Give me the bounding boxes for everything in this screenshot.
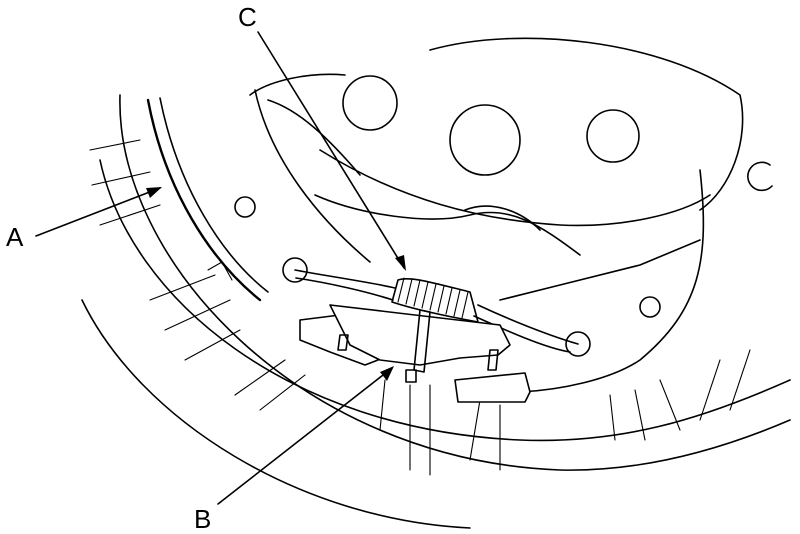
- leader-line-b: [217, 367, 393, 505]
- callout-label-c: C: [238, 2, 257, 32]
- backing-plate: [234, 37, 773, 318]
- leader-line-c: [257, 31, 405, 269]
- leader-arrow-b: [380, 366, 394, 381]
- return-spring-c: [294, 269, 579, 353]
- adjuster-b: [299, 304, 531, 403]
- callout-label-b: B: [194, 504, 212, 534]
- leader-arrow-a: [146, 187, 162, 198]
- leader-arrow-c: [395, 255, 406, 271]
- leader-lines: [35, 31, 406, 505]
- brake-drum: [81, 94, 791, 529]
- leader-line-a: [35, 187, 161, 237]
- callout-label-a: A: [6, 222, 24, 252]
- brake-shoe-lining-a: [146, 97, 269, 302]
- brake-shoe-web: [282, 169, 705, 393]
